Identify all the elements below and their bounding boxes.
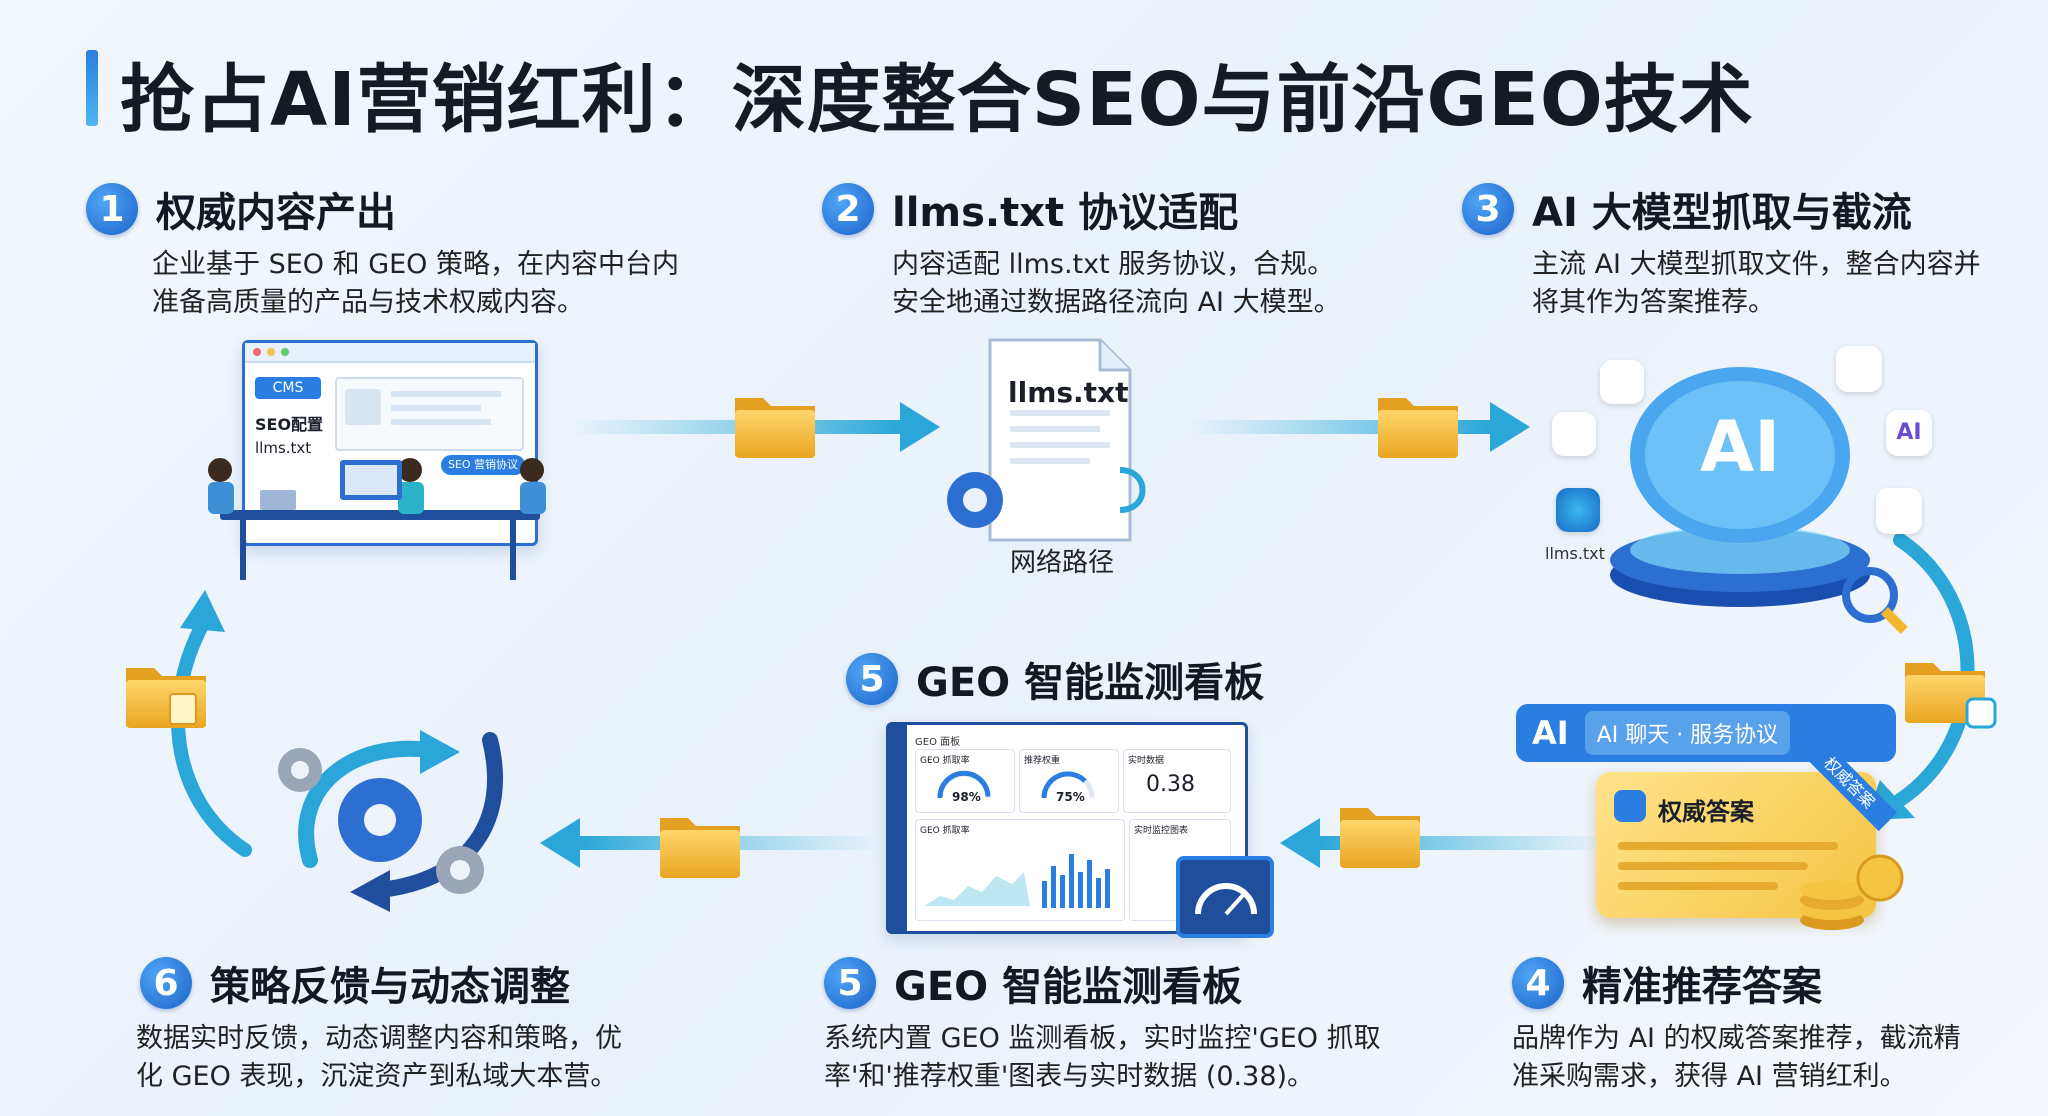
- speedometer-icon: [1176, 856, 1274, 938]
- arrow-step6-to-step1: [171, 613, 252, 857]
- llms-filename: llms.txt: [1008, 376, 1129, 409]
- seo-protocol-bubble: SEO 营销协议: [441, 455, 525, 475]
- ai-chat-badge: AI: [1532, 714, 1569, 752]
- play-icon: [1876, 488, 1922, 534]
- step-1-desc-line-2: 准备高质量的产品与技术权威内容。: [152, 287, 584, 318]
- chart-1-label: GEO 抓取率: [920, 826, 970, 836]
- step-2: 2 llms.txt 协议适配 内容适配 llms.txt 服务协议，合规。 安…: [822, 180, 1341, 322]
- step-3-title: AI 大模型抓取与截流: [1532, 190, 1912, 236]
- metric-3-label: 实时数据: [1128, 756, 1165, 766]
- step-5-desc-line-2: 率'和'推荐权重'图表与实时数据 (0.38)。: [824, 1061, 1315, 1092]
- folder-icon: [1340, 808, 1420, 868]
- strategy-gears-illustration: [278, 730, 503, 912]
- page-title: 抢占AI营销红利：深度整合SEO与前沿GEO技术: [120, 57, 1754, 143]
- ai-badge-icon: AI: [1886, 410, 1932, 456]
- cms-window: CMS SEO配置 llms.txt SEO 营销协议: [242, 340, 538, 546]
- dashboard-heading-number: 5: [846, 653, 898, 705]
- step-2-number: 2: [822, 183, 874, 235]
- title-accent-bar: [86, 50, 98, 126]
- dashboard-heading: 5 GEO 智能监测看板: [846, 650, 1264, 708]
- step-6: 6 策略反馈与动态调整 数据实时反馈，动态调整内容和策略，优 化 GEO 表现，…: [136, 954, 622, 1096]
- metric-2-gauge: [1041, 771, 1095, 799]
- step-3-number: 3: [1462, 183, 1514, 235]
- step-1: 1 权威内容产出 企业基于 SEO 和 GEO 策略，在内容中台内 准备高质量的…: [86, 180, 679, 322]
- metric-2-label: 推荐权重: [1024, 756, 1061, 766]
- dashboard-bar: [1060, 875, 1065, 908]
- arrow-step3-to-step4: [1893, 533, 1975, 807]
- arrow-step4-to-step5: [1280, 818, 1610, 868]
- step-6-title: 策略反馈与动态调整: [210, 964, 570, 1010]
- step-1-title: 权威内容产出: [156, 190, 396, 236]
- step-6-desc-line-1: 数据实时反馈，动态调整内容和策略，优: [136, 1023, 622, 1054]
- dashboard-bar: [1105, 869, 1110, 908]
- chart-panel: GEO 抓取率: [915, 819, 1125, 921]
- answer-logo-icon: [1614, 790, 1646, 822]
- step-4-number: 4: [1512, 957, 1564, 1009]
- dashboard-header: GEO 面板: [915, 737, 961, 748]
- chart-2-label: 实时监控图表: [1134, 826, 1189, 836]
- folder-icon: [1905, 663, 1997, 729]
- metric-card-weight: 推荐权重 75%: [1019, 749, 1119, 813]
- step-5: 5 GEO 智能监测看板 系统内置 GEO 监测看板，实时监控'GEO 抓取 率…: [824, 954, 1381, 1096]
- metric-3-value: 0.38: [1146, 772, 1195, 797]
- step-6-desc-line-2: 化 GEO 表现，沉淀资产到私域大本营。: [136, 1061, 618, 1092]
- ai-brain-illustration: [1610, 367, 1908, 634]
- step-4: 4 精准推荐答案 品牌作为 AI 的权威答案推荐，截流精 准采购需求，获得 AI…: [1512, 954, 1961, 1096]
- answer-card-title: 权威答案: [1658, 798, 1754, 826]
- metric-2-value: 75%: [1056, 790, 1085, 804]
- model-logo-icon: [1556, 488, 1600, 532]
- llms-label: llms.txt: [255, 439, 312, 457]
- metric-card-realtime: 实时数据 0.38: [1123, 749, 1231, 813]
- dashboard-bar: [1051, 866, 1056, 908]
- metric-card-crawl-rate: GEO 抓取率 98%: [915, 749, 1015, 813]
- metric-1-value: 98%: [952, 790, 981, 804]
- step-3-desc-line-1: 主流 AI 大模型抓取文件，整合内容并: [1532, 249, 1981, 280]
- ai-chat-bubble: AI AI 聊天 · 服务协议: [1516, 704, 1896, 762]
- dashboard-bar: [1087, 860, 1092, 908]
- metric-1-label: GEO 抓取率: [920, 756, 970, 766]
- step-4-desc-line-1: 品牌作为 AI 的权威答案推荐，截流精: [1512, 1023, 1961, 1054]
- gemini-icon: [1836, 346, 1882, 392]
- step-4-desc-line-2: 准采购需求，获得 AI 营销红利。: [1512, 1061, 1907, 1092]
- llms-label-ai: llms.txt: [1545, 544, 1605, 563]
- cms-tag: CMS: [255, 377, 321, 399]
- step-2-desc-line-1: 内容适配 llms.txt 服务协议，合规。: [892, 249, 1335, 280]
- llms-file-illustration: [947, 338, 1146, 542]
- step-5-title: GEO 智能监测看板: [894, 964, 1243, 1010]
- step-1-desc-line-1: 企业基于 SEO 和 GEO 策略，在内容中台内: [152, 249, 680, 280]
- chatgpt-icon: [1600, 360, 1644, 404]
- dashboard-heading-title: GEO 智能监测看板: [916, 660, 1265, 706]
- folder-icon: [660, 818, 740, 878]
- dashboard-bar: [1078, 872, 1083, 908]
- dashboard-bar: [1069, 854, 1074, 908]
- step-2-desc-line-2: 安全地通过数据路径流向 AI 大模型。: [892, 287, 1341, 318]
- folder-icon: [126, 668, 206, 728]
- ai-chat-text: AI 聊天 · 服务协议: [1584, 711, 1791, 755]
- dashboard-bar: [1096, 878, 1101, 908]
- metric-1-gauge: [937, 770, 991, 799]
- step-5-number: 5: [824, 957, 876, 1009]
- openai-icon: [1552, 412, 1596, 456]
- folder-icon: [735, 398, 815, 458]
- step-3-desc-line-2: 将其作为答案推荐。: [1532, 287, 1775, 318]
- seo-config-label: SEO配置: [255, 415, 324, 434]
- gold-coins-icon: [1800, 854, 1904, 930]
- ai-brain-label: AI: [1700, 406, 1781, 488]
- dashboard-charts: [924, 854, 1110, 908]
- team-at-desk-illustration: [208, 458, 546, 580]
- step-5-desc-line-1: 系统内置 GEO 监测看板，实时监控'GEO 抓取: [824, 1023, 1381, 1054]
- network-path-label: 网络路径: [1010, 548, 1115, 578]
- arrow-step2-to-step3: [1190, 402, 1530, 452]
- step-1-number: 1: [86, 183, 138, 235]
- step-2-title: llms.txt 协议适配: [892, 190, 1239, 236]
- step-6-number: 6: [140, 957, 192, 1009]
- step-3: 3 AI 大模型抓取与截流 主流 AI 大模型抓取文件，整合内容并 将其作为答案…: [1462, 180, 1981, 322]
- step-4-title: 精准推荐答案: [1582, 964, 1822, 1010]
- folder-icon: [1378, 398, 1458, 458]
- dashboard-bar: [1042, 881, 1047, 908]
